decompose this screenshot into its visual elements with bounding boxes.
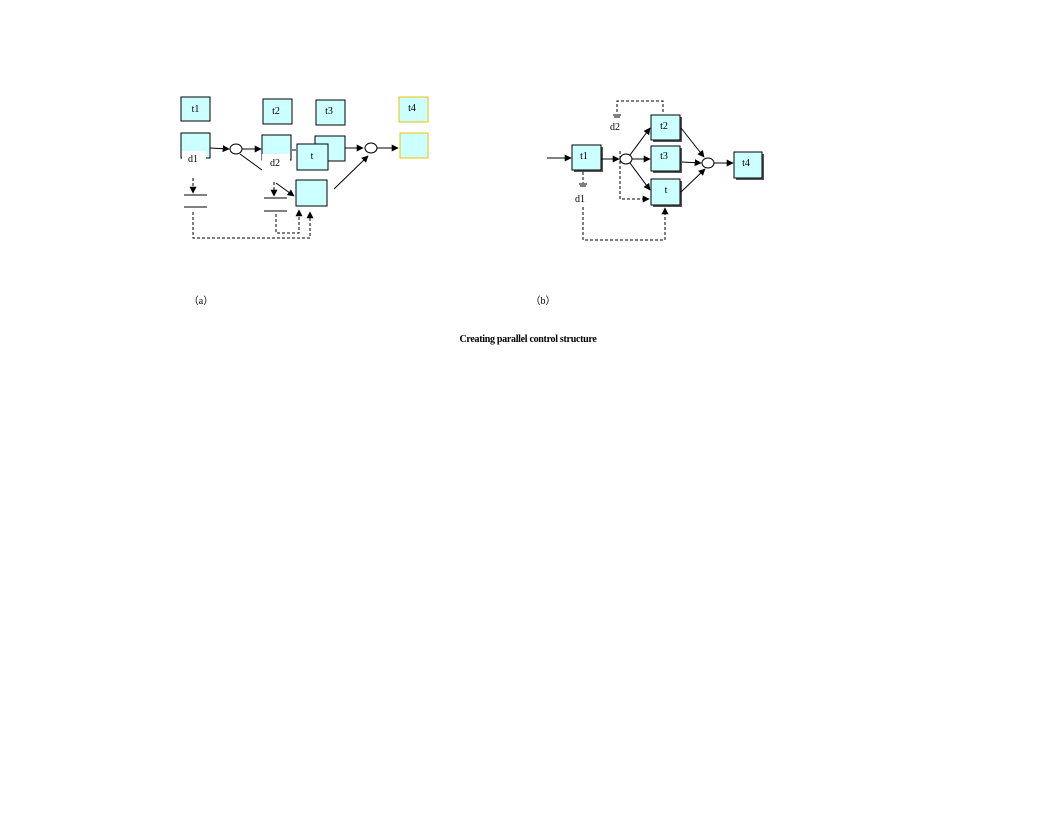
- node-b-t1: t1: [571, 144, 603, 172]
- node-a-t4: t4: [398, 96, 429, 123]
- label-a-t2: t2: [272, 106, 280, 117]
- label-a-t1: t1: [192, 104, 200, 115]
- node-a-bottom: [295, 179, 328, 207]
- label-b-t: t: [665, 185, 668, 196]
- label-b-t4: t4: [742, 158, 750, 169]
- node-a-t: t: [296, 143, 329, 171]
- label-b-d2: d2: [610, 122, 620, 133]
- label-b-t2: t2: [660, 121, 668, 132]
- junction-a-1: [229, 143, 243, 155]
- label-a-d1: d1: [188, 154, 198, 165]
- label-b-t3: t3: [660, 151, 668, 162]
- figure-title: Creating parallel control structure: [460, 334, 598, 345]
- label-a-t4: t4: [408, 103, 416, 114]
- diagram-a: t1 t2 t3 t4 d1: [180, 96, 429, 307]
- caption-a: （a）: [189, 295, 213, 307]
- node-b-t3: t3: [650, 145, 682, 173]
- node-a-row-4: [399, 132, 429, 159]
- node-b-t: t: [650, 178, 682, 207]
- label-b-d1: d1: [575, 194, 585, 205]
- node-a-t3: t3: [315, 99, 346, 126]
- label-a-t: t: [311, 151, 314, 162]
- label-b-t1: t1: [580, 151, 588, 162]
- node-b-t2: t2: [650, 114, 682, 142]
- node-a-t2: t2: [262, 98, 293, 125]
- diagram-b: t1 t2 t3 t: [531, 100, 764, 307]
- node-a-t1: t1: [180, 96, 211, 122]
- junction-b-1: [619, 153, 633, 165]
- caption-b: （b）: [531, 295, 556, 307]
- junction-b-2: [701, 157, 715, 169]
- label-a-d2: d2: [270, 158, 280, 169]
- junction-a-2: [364, 142, 378, 154]
- label-a-t3: t3: [325, 106, 333, 117]
- node-b-t4: t4: [733, 151, 764, 180]
